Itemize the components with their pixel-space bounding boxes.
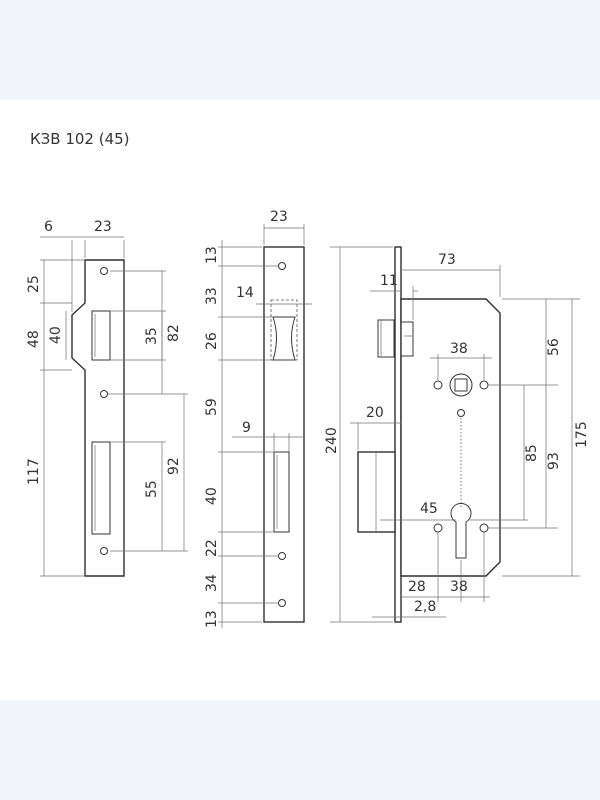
dim-strike-82: 82 (166, 324, 182, 342)
dim-strike-6: 6 (44, 219, 53, 235)
dim-face-13-top: 13 (204, 246, 220, 264)
lock-technical-drawing: КЗВ 102 (45) 6 23 25 48 40 117 (26, 130, 590, 628)
dim-body-93: 93 (546, 452, 562, 470)
dim-face-40: 40 (204, 487, 220, 505)
dim-face-59: 59 (204, 398, 220, 416)
face-plate: 23 13 33 26 59 40 22 34 13 14 9 (204, 209, 312, 628)
dim-strike-23: 23 (94, 219, 112, 235)
dim-face-9: 9 (242, 420, 251, 436)
dim-strike-117: 117 (26, 458, 42, 485)
dim-strike-55: 55 (144, 480, 160, 498)
dim-body-2-8: 2,8 (414, 599, 436, 615)
dim-face-33: 33 (204, 287, 220, 305)
screw-hole (100, 390, 108, 398)
dim-body-56: 56 (546, 338, 562, 356)
dim-body-38-bottom: 38 (450, 579, 468, 595)
drawing-sheet: КЗВ 102 (45) 6 23 25 48 40 117 (0, 100, 600, 700)
dim-body-73: 73 (438, 252, 456, 268)
dim-body-28: 28 (408, 579, 426, 595)
dim-face-22: 22 (204, 539, 220, 557)
screw-hole (278, 552, 286, 560)
dim-face-14: 14 (236, 285, 254, 301)
dim-face-13-bottom: 13 (204, 610, 220, 628)
dim-strike-35: 35 (144, 327, 160, 345)
screw-hole (278, 262, 286, 270)
dim-face-26: 26 (204, 332, 220, 350)
dim-body-240: 240 (324, 427, 340, 454)
dim-strike-92: 92 (166, 457, 182, 475)
dim-body-20: 20 (366, 405, 384, 421)
dim-body-11: 11 (380, 273, 398, 289)
dim-strike-25: 25 (26, 275, 42, 293)
drawing-title: КЗВ 102 (45) (30, 130, 130, 148)
lock-body: 73 11 38 20 240 56 85 93 175 45 (324, 246, 590, 623)
dim-body-38-top: 38 (450, 341, 468, 357)
dim-body-45: 45 (420, 501, 438, 517)
dim-face-34: 34 (204, 574, 220, 592)
screw-hole (100, 547, 108, 555)
dim-strike-48: 48 (26, 330, 42, 348)
screw-hole (278, 599, 286, 607)
dim-face-23: 23 (270, 209, 288, 225)
strike-plate: 6 23 25 48 40 117 35 82 55 92 (26, 219, 188, 577)
dim-strike-40: 40 (48, 326, 64, 344)
screw-hole (100, 267, 108, 275)
dim-body-85: 85 (524, 444, 540, 462)
dim-body-175: 175 (574, 421, 590, 448)
